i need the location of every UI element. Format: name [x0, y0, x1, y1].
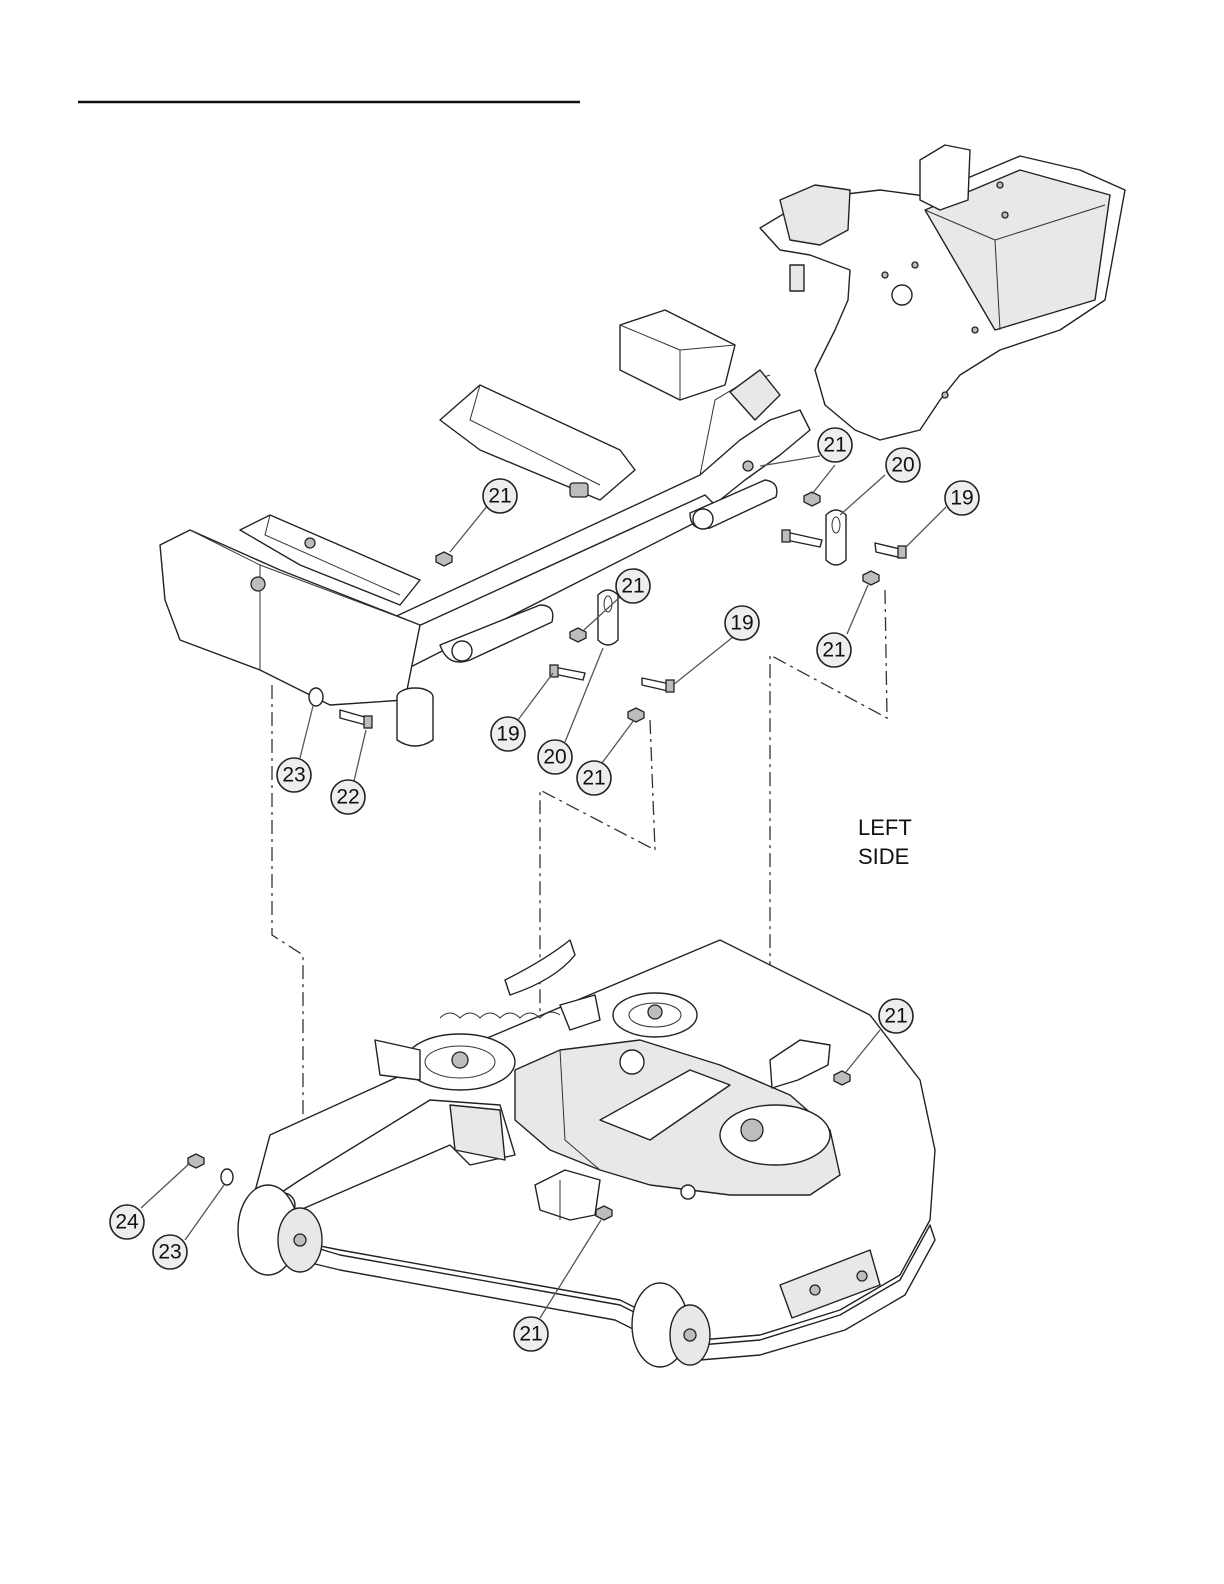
callout-20: 20 [538, 740, 572, 774]
callout-21: 21 [514, 1317, 548, 1351]
callout-21: 21 [879, 999, 913, 1033]
nut-21g [596, 1206, 612, 1220]
callout-label: 22 [336, 786, 359, 809]
callout-19: 19 [725, 606, 759, 640]
callout-label: 21 [621, 575, 644, 598]
callout-label: 24 [115, 1211, 139, 1234]
bolt-19b [786, 532, 822, 547]
nut-21f [834, 1071, 850, 1085]
callout-21: 21 [483, 479, 517, 513]
callout-label: 23 [282, 764, 305, 787]
nut-21c [570, 628, 586, 642]
callout-label: 20 [543, 746, 566, 769]
callout-label: 19 [496, 723, 519, 746]
callout-label: 23 [158, 1241, 181, 1264]
bracket-20a [826, 510, 846, 565]
callout-21: 21 [577, 761, 611, 795]
callout-24: 24 [110, 1205, 144, 1239]
nut-21d [863, 571, 879, 585]
callout-label: 19 [730, 612, 753, 635]
nut-21e [628, 708, 644, 722]
callout-21: 21 [817, 633, 851, 667]
callout-label: 21 [519, 1323, 542, 1346]
callout-label: 21 [488, 485, 511, 508]
callout-label: 21 [823, 434, 846, 457]
mower-frame [160, 145, 1125, 746]
bolt-19d [554, 667, 585, 680]
callout-label: 21 [822, 639, 845, 662]
bracket-20b [598, 590, 618, 645]
callout-19: 19 [491, 717, 525, 751]
callout-label: 19 [950, 487, 973, 510]
washer-23b [221, 1169, 233, 1185]
callout-label: 21 [884, 1005, 907, 1028]
side-label: LEFT SIDE [858, 815, 912, 869]
side-label-line1: LEFT [858, 815, 912, 840]
callout-21: 21 [818, 428, 852, 462]
side-label-line2: SIDE [858, 844, 909, 869]
mower-deck [188, 940, 935, 1367]
washer-23a [309, 688, 323, 706]
callout-label: 21 [582, 767, 605, 790]
callout-23: 23 [277, 758, 311, 792]
callout-23: 23 [153, 1235, 187, 1269]
callout-22: 22 [331, 780, 365, 814]
callout-21: 21 [616, 569, 650, 603]
callout-19: 19 [945, 481, 979, 515]
callout-20: 20 [886, 448, 920, 482]
nut-24 [188, 1154, 204, 1168]
callout-label: 20 [891, 454, 914, 477]
nut-21a [436, 552, 452, 566]
spindle-cap-icon [741, 1119, 763, 1141]
nut-21b [804, 492, 820, 506]
